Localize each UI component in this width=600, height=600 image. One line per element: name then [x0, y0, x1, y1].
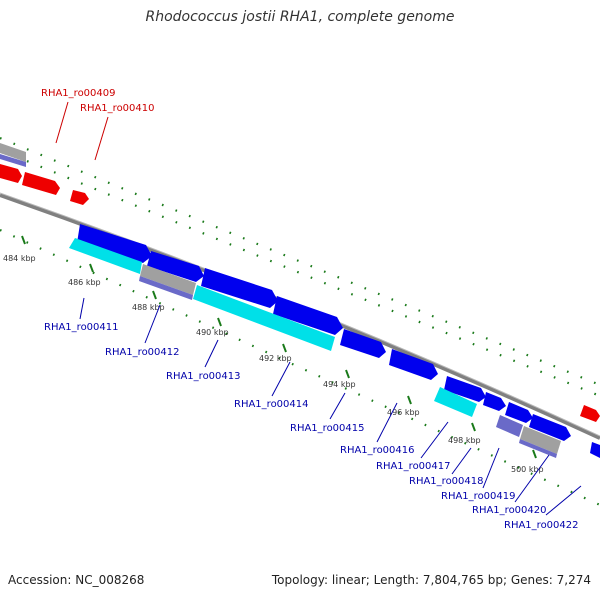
gene-ro00413: [193, 285, 335, 351]
gene-label-ro00413: RHA1_ro00413: [166, 371, 241, 382]
gene-ro00420: [520, 426, 561, 454]
gene-forward-1: [77, 224, 152, 263]
gene-forward-8: [483, 392, 506, 411]
topology-text: Topology: linear; Length: 7,804,765 bp; …: [271, 573, 591, 587]
gene-label-ro00409: RHA1_ro00409: [41, 88, 116, 99]
tick-label-498: 498 kbp: [448, 436, 481, 445]
gene-ro00419: [496, 415, 523, 437]
gene-forward-6: [389, 349, 438, 380]
gene-ro00412: [140, 264, 196, 295]
tick-label-486: 486 kbp: [68, 278, 101, 287]
gene-ro00412-stripe: [139, 276, 193, 300]
gene-forward-11: [590, 442, 600, 458]
tick-label-494: 494 kbp: [323, 380, 356, 389]
gene-forward-2: [147, 251, 204, 282]
gene-forward-9: [505, 402, 533, 423]
tick-labels: 484 kbp 486 kbp 488 kbp 490 kbp 492 kbp …: [3, 254, 544, 474]
accession-text: Accession: NC_008268: [8, 573, 145, 587]
upper-left-genes: [0, 143, 89, 205]
gene-ro00409: [0, 164, 22, 183]
gene-label-ro00419: RHA1_ro00419: [441, 491, 516, 502]
gene-label-ro00410: RHA1_ro00410: [80, 103, 155, 114]
gene-ro00411: [69, 238, 142, 274]
gene-forward-3: [201, 268, 278, 308]
gene-label-ro00414: RHA1_ro00414: [234, 399, 309, 410]
tick-label-492: 492 kbp: [259, 354, 292, 363]
reverse-genes: [69, 238, 561, 458]
gene-name-labels: RHA1_ro00409 RHA1_ro00410 RHA1_ro00411 R…: [41, 88, 579, 531]
label-leader-lines: [55, 101, 582, 516]
gene-label-ro00422: RHA1_ro00422: [504, 520, 579, 531]
gene-forward-10: [529, 414, 571, 441]
gene-forward-7: [444, 376, 486, 402]
gene-ro00410: [22, 172, 60, 195]
gene-label-ro00420: RHA1_ro00420: [472, 505, 547, 516]
forward-genes: [77, 224, 600, 458]
gene-forward-4: [273, 296, 343, 335]
gene-red-right: [580, 405, 600, 422]
gene-label-ro00418: RHA1_ro00418: [409, 476, 484, 487]
gene-forward-5: [340, 329, 386, 358]
gene-red-small: [70, 190, 89, 205]
gene-label-ro00416: RHA1_ro00416: [340, 445, 415, 456]
gene-purple-upper-left: [0, 154, 26, 167]
gene-label-ro00411: RHA1_ro00411: [44, 322, 119, 333]
gene-grey-upper-left: [0, 143, 26, 162]
outer-tick-ring: [0, 136, 600, 398]
gene-label-ro00412: RHA1_ro00412: [105, 347, 180, 358]
tick-label-496: 496 kbp: [387, 408, 420, 417]
tick-label-484: 484 kbp: [3, 254, 36, 263]
gene-ro00417: [434, 387, 477, 417]
inner-tick-ring: [0, 229, 600, 506]
gene-ro00420-stripe: [519, 439, 557, 458]
tick-label-490: 490 kbp: [196, 328, 229, 337]
map-title: Rhodococcus jostii RHA1, complete genome: [145, 9, 455, 25]
gene-label-ro00417: RHA1_ro00417: [376, 461, 451, 472]
tick-label-488: 488 kbp: [132, 303, 165, 312]
gene-label-ro00415: RHA1_ro00415: [290, 423, 365, 434]
tick-label-500: 500 kbp: [511, 465, 544, 474]
major-ticks: [21, 235, 537, 459]
